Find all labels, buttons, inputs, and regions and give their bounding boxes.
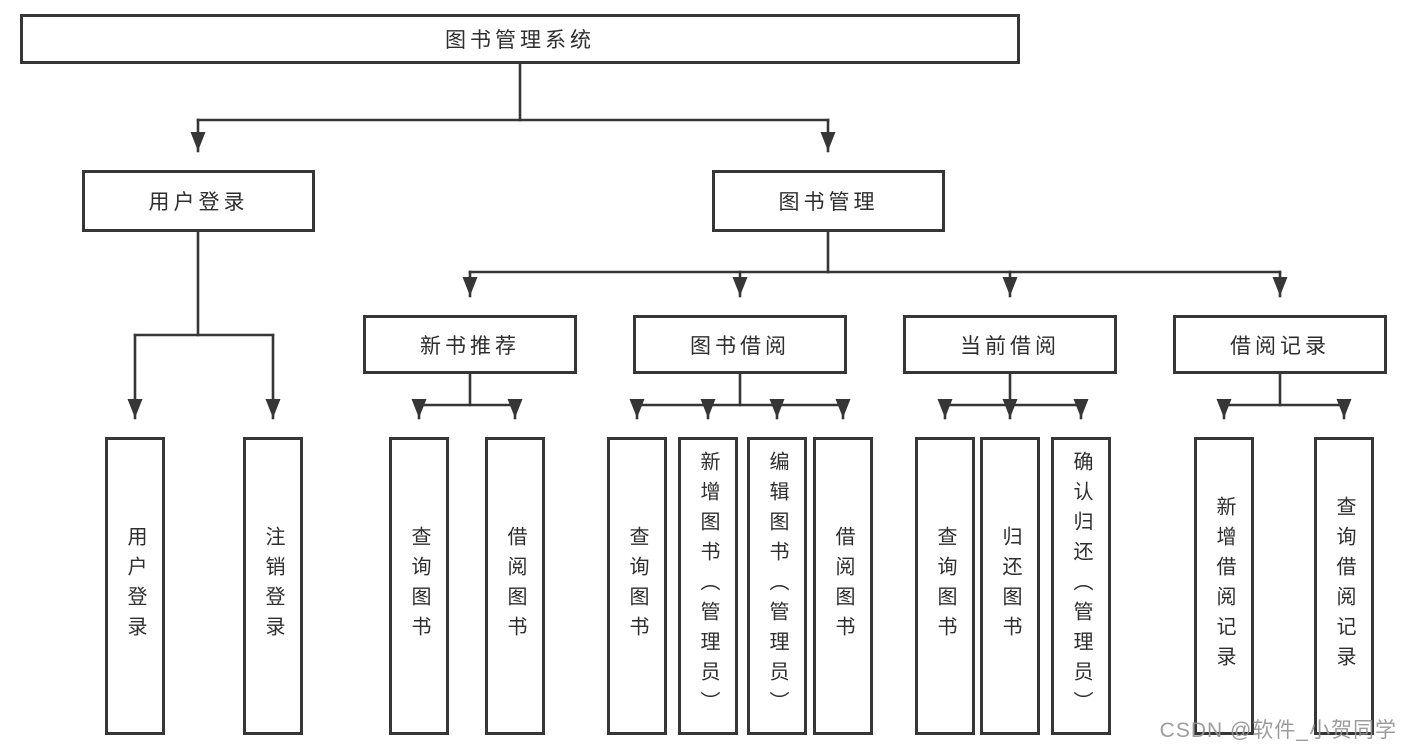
connector-root-to-level2 (190, 62, 836, 153)
leaf-user-login: 用户登录 (105, 437, 165, 735)
leaf-label: 查询图书 (408, 526, 430, 646)
node-label: 图书管理系统 (445, 29, 595, 52)
leaf-label: 编辑图书（管理员） (766, 451, 788, 721)
leaf-borrow-edit-books-admin: 编辑图书（管理员） (747, 437, 807, 735)
leaf-records-add-record: 新增借阅记录 (1194, 437, 1254, 735)
node-library-management-system: 图书管理系统 (20, 14, 1020, 64)
node-label: 用户登录 (148, 191, 249, 214)
node-label: 新书推荐 (420, 334, 520, 358)
leaf-label: 借阅图书 (832, 526, 854, 646)
node-book-borrow: 图书借阅 (633, 315, 847, 374)
leaf-newbook-query-books: 查询图书 (389, 437, 449, 735)
connector-newbook-to-leaves (411, 372, 523, 420)
leaf-logout: 注销登录 (243, 437, 303, 735)
leaf-label: 查询图书 (934, 526, 956, 646)
leaf-label: 新增图书（管理员） (697, 451, 719, 721)
leaf-label: 查询借阅记录 (1333, 496, 1355, 676)
leaf-label: 注销登录 (262, 526, 284, 646)
connector-login-to-leaves (127, 230, 281, 420)
node-label: 图书借阅 (690, 334, 790, 358)
leaf-borrow-add-books-admin: 新增图书（管理员） (678, 437, 738, 735)
leaf-label: 确认归还（管理员） (1070, 451, 1092, 721)
leaf-label: 用户登录 (124, 526, 146, 646)
node-user-login: 用户登录 (82, 170, 315, 232)
node-current-borrow: 当前借阅 (903, 315, 1117, 374)
leaf-current-confirm-return-admin: 确认归还（管理员） (1051, 437, 1111, 735)
node-borrow-records: 借阅记录 (1173, 315, 1387, 374)
leaf-borrow-borrow-books: 借阅图书 (813, 437, 873, 735)
leaf-label: 新增借阅记录 (1213, 496, 1235, 676)
leaf-records-query-record: 查询借阅记录 (1314, 437, 1374, 735)
connector-current-to-leaves (937, 372, 1089, 420)
leaf-borrow-query-books: 查询图书 (607, 437, 667, 735)
leaf-label: 查询图书 (626, 526, 648, 646)
leaf-current-query-books: 查询图书 (915, 437, 975, 735)
node-book-management: 图书管理 (712, 170, 945, 232)
node-label: 当前借阅 (960, 334, 1060, 358)
leaf-current-return-books: 归还图书 (980, 437, 1040, 735)
connector-records-to-leaves (1216, 372, 1352, 420)
node-label: 图书管理 (778, 191, 879, 214)
leaf-label: 归还图书 (999, 526, 1021, 646)
leaf-newbook-borrow-books: 借阅图书 (485, 437, 545, 735)
connector-borrow-to-leaves (629, 372, 851, 420)
node-label: 借阅记录 (1230, 334, 1330, 358)
node-new-book-recommend: 新书推荐 (363, 315, 577, 374)
connector-mgmt-to-level3 (462, 230, 1288, 298)
leaf-label: 借阅图书 (504, 526, 526, 646)
